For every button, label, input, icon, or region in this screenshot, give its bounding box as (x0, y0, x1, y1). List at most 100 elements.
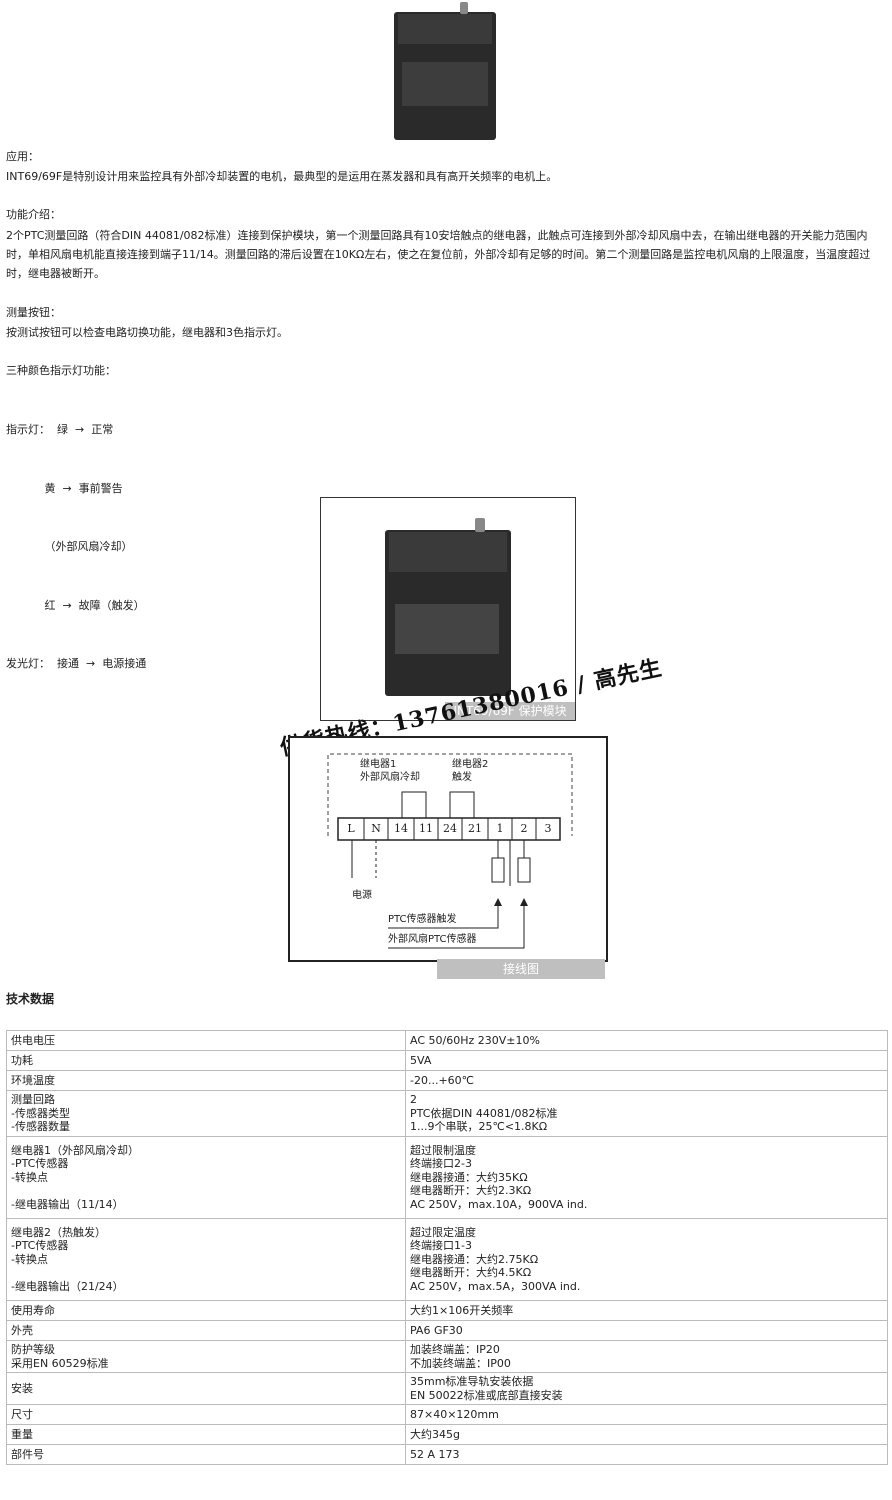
led-line: 黄 → 事前警告 (6, 481, 123, 495)
relay1-label-line: 外部风扇冷却 (360, 772, 420, 783)
button-title: 测量按钮： (6, 306, 61, 319)
spec-line: 5VA (410, 1053, 432, 1067)
spec-line: 采用EN 60529标准 (11, 1356, 109, 1370)
spec-line: -20...+60℃ (410, 1073, 475, 1087)
led-line: 红 → 故障（触发） (6, 598, 145, 612)
spec-line: 加装终端盖：IP20 (410, 1343, 500, 1356)
wiring-diagram: 继电器1 外部风扇冷却 继电器2 触发 L N 14 11 24 21 1 2 … (288, 736, 608, 962)
spec-line: 使用寿命 (11, 1303, 55, 1317)
spec-line: 测量回路 (11, 1093, 55, 1107)
spec-line: 不加装终端盖：IP00 (410, 1356, 511, 1370)
spec-line: PTC依据DIN 44081/082标准 (410, 1106, 558, 1120)
spec-line: -传感器数量 (11, 1120, 70, 1134)
spec-key: 安装 (6, 1372, 406, 1405)
spec-line: 继电器接通：大约35KΩ (410, 1170, 528, 1184)
spec-row: 继电器1（外部风扇冷却）-PTC传感器-转换点 -继电器输出（11/14）超过限… (6, 1136, 888, 1219)
spec-line: 继电器断开：大约4.5KΩ (410, 1266, 532, 1280)
spec-line: -继电器输出（11/14） (11, 1197, 124, 1211)
product-photo (383, 516, 513, 696)
terminal-label: 14 (394, 822, 408, 835)
application-text: INT69/69F是特别设计用来监控具有外部冷却装置的电机，最典型的是运用在蒸发… (6, 170, 558, 183)
spec-line: 外壳 (11, 1323, 33, 1337)
spec-key: 防护等级采用EN 60529标准 (6, 1340, 406, 1373)
spec-line: 大约1×106开关频率 (410, 1303, 514, 1317)
spec-row: 重量 大约345g (6, 1424, 888, 1445)
tech-title: 技术数据 (6, 992, 55, 1006)
spec-row: 供电电压 AC 50/60Hz 230V±10% (6, 1030, 888, 1051)
relay2-label: 继电器2 触发 (452, 758, 488, 784)
spec-key: 使用寿命 (6, 1300, 406, 1321)
spec-row: 部件号 52 A 173 (6, 1444, 888, 1465)
spec-row: 功耗 5VA (6, 1050, 888, 1071)
spec-row: 环境温度 -20...+60℃ (6, 1070, 888, 1091)
spec-line: 部件号 (11, 1447, 44, 1461)
spec-row: 尺寸 87×40×120mm (6, 1404, 888, 1425)
spec-key: 部件号 (6, 1444, 406, 1465)
button-text: 按测试按钮可以检查电路切换功能，继电器和3色指示灯。 (6, 326, 288, 339)
spec-line: -转换点 (11, 1170, 48, 1184)
spec-line: 1...9个串联，25℃<1.8KΩ (410, 1120, 548, 1134)
spec-line: 大约345g (410, 1427, 460, 1441)
spec-line: -转换点 (11, 1252, 48, 1266)
spec-line: 终端接口2-3 (410, 1157, 472, 1171)
photo-frame: INT69/69F 保护模块 (320, 497, 576, 721)
relay2-label-line: 继电器2 (452, 759, 489, 770)
spec-key: 继电器1（外部风扇冷却）-PTC传感器-转换点 -继电器输出（11/14） (6, 1136, 406, 1219)
spec-line: -PTC传感器 (11, 1239, 69, 1253)
spec-value: 87×40×120mm (405, 1404, 888, 1425)
spec-line (11, 1184, 399, 1198)
led-list: 指示灯： 绿 → 正常 黄 → 事前警告 （外部风扇冷却） 红 → 故障（触发）… (6, 381, 146, 693)
spec-key: 功耗 (6, 1050, 406, 1071)
spec-key: 环境温度 (6, 1070, 406, 1091)
spec-line: 环境温度 (11, 1073, 55, 1087)
spec-line: 52 A 173 (410, 1447, 460, 1461)
spec-line: 尺寸 (11, 1407, 33, 1421)
spec-key: 尺寸 (6, 1404, 406, 1425)
spec-line: 重量 (11, 1427, 33, 1441)
spec-value: 5VA (405, 1050, 888, 1071)
product-photo-top (392, 0, 498, 142)
power-label: 电源 (352, 890, 372, 901)
spec-table: 供电电压 AC 50/60Hz 230V±10% 功耗 5VA 环境温度 -20...+6… (6, 1030, 888, 1465)
spec-line: 继电器接通：大约2.75KΩ (410, 1252, 539, 1266)
diagram-caption: 接线图 (437, 959, 605, 979)
led-line: 指示灯： 绿 → 正常 (6, 423, 114, 436)
terminal-strip: L N 14 11 24 21 1 2 3 (338, 820, 560, 838)
spec-line: 继电器2（热触发） (11, 1225, 106, 1239)
terminal-label: 11 (419, 822, 433, 835)
wiring-svg (327, 753, 573, 949)
spec-value: 大约345g (405, 1424, 888, 1445)
spec-line: -PTC传感器 (11, 1157, 69, 1171)
spec-line: 安装 (11, 1381, 33, 1395)
relay1-label-line: 继电器1 (360, 759, 397, 770)
spec-line: 87×40×120mm (410, 1407, 499, 1421)
spec-row: 使用寿命 大约1×106开关频率 (6, 1300, 888, 1321)
spec-line: EN 50022标准或底部直接安装 (410, 1388, 563, 1402)
spec-line: AC 250V，max.5A，300VA ind. (410, 1279, 581, 1293)
ptc-trigger-label: PTC传感器触发 (388, 914, 457, 925)
led-line: 发光灯： 接通 → 电源接通 (6, 657, 147, 670)
spec-row: 继电器2（热触发）-PTC传感器-转换点 -继电器输出（21/24）超过限定温度… (6, 1218, 888, 1301)
spec-key: 供电电压 (6, 1030, 406, 1051)
spec-key: 继电器2（热触发）-PTC传感器-转换点 -继电器输出（21/24） (6, 1218, 406, 1301)
terminal-label: 2 (520, 822, 528, 835)
led-title: 三种颜色指示灯功能： (6, 364, 116, 377)
terminal-label: L (347, 822, 355, 835)
spec-line: 防护等级 (11, 1343, 55, 1356)
terminal-label: 24 (443, 822, 457, 835)
relay1-label: 继电器1 外部风扇冷却 (360, 758, 420, 784)
terminal-label: N (371, 822, 381, 835)
spec-line: 继电器断开：大约2.3KΩ (410, 1184, 532, 1198)
photo-caption: INT69/69F 保护模块 (445, 702, 575, 720)
spec-line: AC 50/60Hz 230V±10% (410, 1033, 540, 1047)
spec-line: 35mm标准导轨安装依据 (410, 1375, 534, 1388)
spec-value: -20...+60℃ (405, 1070, 888, 1091)
